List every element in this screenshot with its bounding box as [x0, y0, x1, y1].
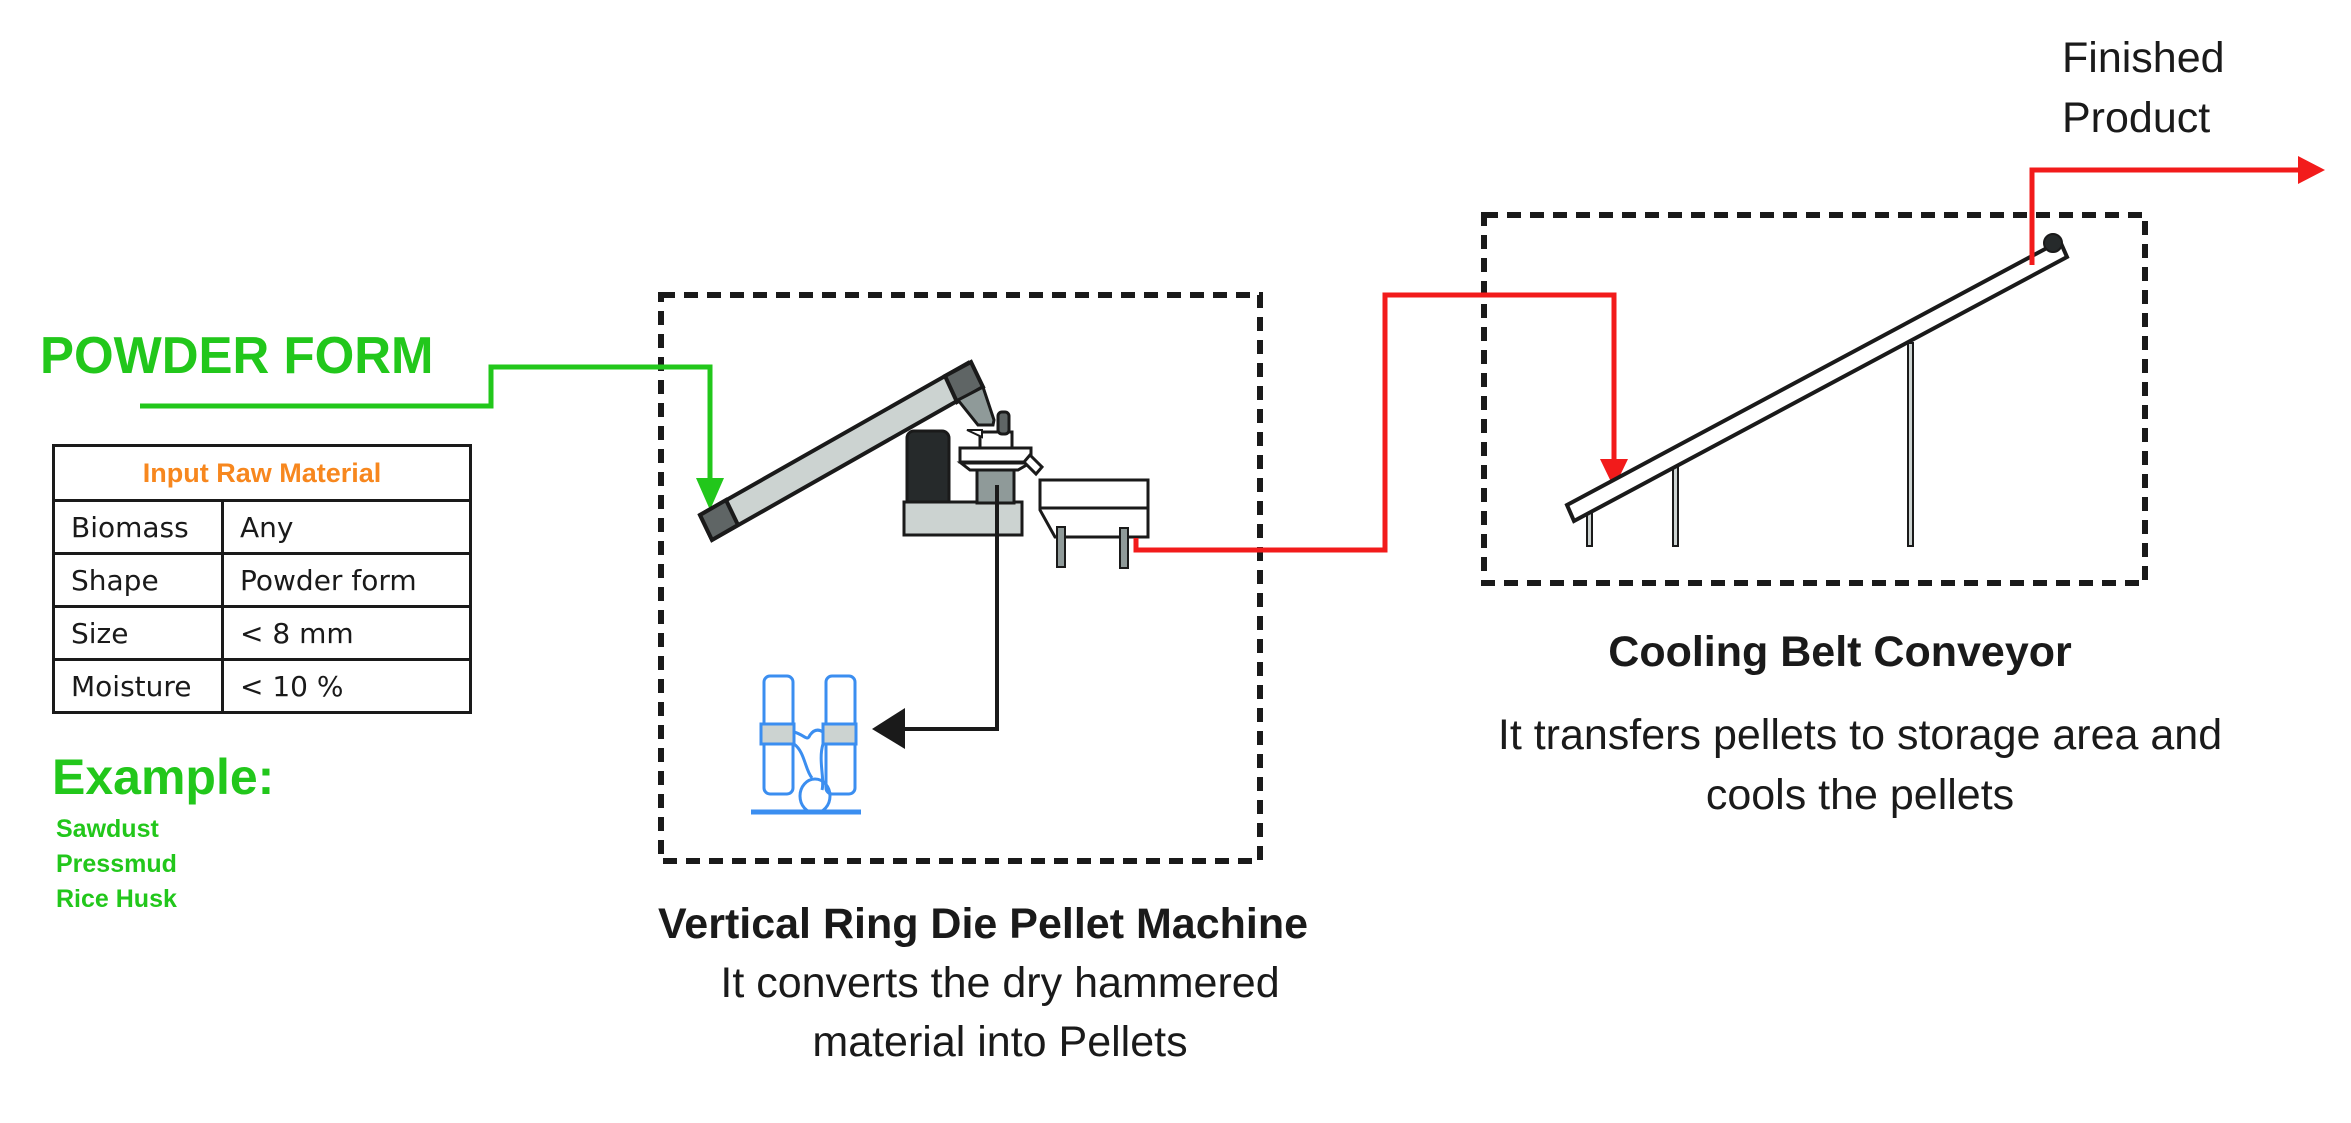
input-flow-arrowhead-icon — [696, 478, 724, 510]
dust-return-arrow — [872, 485, 999, 749]
cooling-conveyor-title: Cooling Belt Conveyor — [1608, 628, 2072, 676]
table-row: Size < 8 mm — [52, 605, 472, 661]
table-cell-value: Any — [221, 499, 472, 555]
table-row: Shape Powder form — [52, 552, 472, 608]
pellet-flow-arrowhead-icon — [1600, 459, 1628, 488]
pellet-machine-description-line: material into Pellets — [812, 1018, 1188, 1066]
input-form-label: POWDER FORM — [40, 327, 434, 385]
table-cell-value: < 8 mm — [221, 605, 472, 661]
example-item: Pressmud — [56, 850, 177, 878]
finished-product-arrow — [2029, 156, 2325, 265]
finished-product-arrowhead-icon — [2298, 156, 2325, 184]
dust-return-arrowhead-icon — [872, 708, 905, 749]
pellet-machine-boundary — [658, 292, 1263, 864]
finished-product-label-line: Product — [2062, 94, 2211, 142]
table-cell-key: Moisture — [52, 658, 224, 714]
dust-collector — [751, 674, 861, 815]
example-item: Rice Husk — [56, 885, 177, 913]
table-row: Moisture < 10 % — [52, 658, 472, 714]
table-cell-key: Shape — [52, 552, 224, 608]
pellet-machine-title: Vertical Ring Die Pellet Machine — [658, 900, 1308, 948]
table-header-row: Input Raw Material — [52, 444, 472, 502]
example-heading: Example: — [52, 749, 275, 805]
input-flow-arrow — [140, 364, 724, 510]
finished-product-label-line: Finished — [2062, 34, 2225, 82]
pellet-machine — [902, 410, 1045, 537]
cooling-conveyor-boundary — [1481, 212, 2148, 586]
motor — [905, 429, 951, 509]
table-cell-key: Biomass — [52, 499, 224, 555]
machine-base — [902, 500, 1024, 537]
table-cell-value: Powder form — [221, 552, 472, 608]
table-cell-value: < 10 % — [221, 658, 472, 714]
conveyor-drive-roller — [2043, 233, 2063, 253]
input-raw-material-table: Input Raw Material Biomass Any Shape Pow… — [52, 444, 472, 714]
table-cell-key: Size — [52, 605, 224, 661]
example-item: Sawdust — [56, 815, 159, 843]
table-row: Biomass Any — [52, 499, 472, 555]
cooling-conveyor-description-line: cools the pellets — [1705, 771, 2015, 819]
screw-feeder — [697, 359, 996, 543]
pellet-flow-arrow — [1133, 292, 1628, 553]
pellet-machine-description-line: It converts the dry hammered — [720, 959, 1280, 1007]
pellet-output-bin — [1038, 478, 1150, 569]
cooling-belt-conveyor — [1564, 233, 2070, 547]
finished-product-label: Finished Product — [2062, 28, 2225, 148]
table-header: Input Raw Material — [52, 444, 472, 502]
cooling-conveyor-description-line: It transfers pellets to storage area and — [1497, 711, 2223, 759]
